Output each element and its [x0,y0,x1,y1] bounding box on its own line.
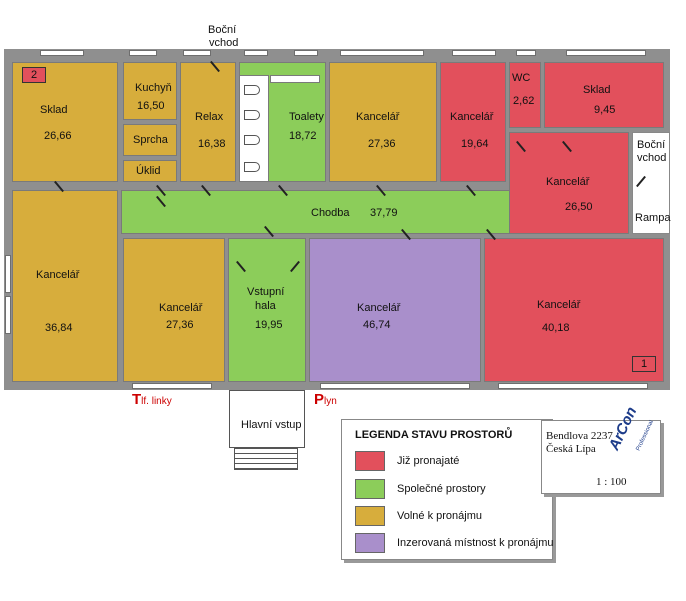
window [320,383,470,389]
window [132,383,212,389]
badge-1: 1 [632,356,656,372]
room-toalety-area: 18,72 [289,130,317,142]
entrance-steps [234,448,298,470]
room-sklad-right[interactable] [544,62,664,128]
legend-swatch-listed [355,533,385,553]
room-kuchyn[interactable] [123,62,177,120]
room-uklid-name: Úklid [136,165,161,177]
window [40,50,84,56]
window [516,50,536,56]
room-kancelar-right-mid-name: Kancelář [546,176,590,188]
room-kancelar-purple[interactable] [309,238,481,382]
room-relax-name: Relax [195,111,224,123]
room-kancelar-purple-name: Kancelář [357,302,401,314]
badge-2: 2 [22,67,46,83]
room-kancelar-purple-area: 46,74 [363,319,391,331]
legend-label-rented: Již pronajaté [397,455,460,467]
legend-swatch-common [355,479,385,499]
phone-lines-label: Tlf. linky [132,391,172,408]
legend-swatch-free [355,506,385,526]
room-wc[interactable] [509,62,541,128]
room-sklad-left-name: Sklad [40,104,68,116]
room-toalety-name: Toalety [289,111,324,123]
main-entrance[interactable] [229,390,305,448]
room-chodba-name: Chodba [311,207,350,219]
gas-rest: lyn [324,396,337,407]
ramp-label: Rampa [635,212,671,224]
title-block-address-line2: Česká Lípa [546,443,596,455]
window [498,383,648,389]
room-kancelar-top-mid[interactable] [329,62,437,182]
window [340,50,424,56]
room-vstupni-hala-line2: hala [255,300,276,312]
room-kancelar-top-red-area: 19,64 [461,138,489,150]
window [129,50,157,56]
room-kancelar-top-mid-name: Kancelář [356,111,400,123]
toilet-icon [244,110,260,120]
room-kancelar-bottom-left-area: 27,36 [166,319,194,331]
room-kuchyn-area: 16,50 [137,100,165,112]
toilet-icon [244,162,260,172]
gas-initial: P [314,391,325,408]
title-block-scale: 1 : 100 [596,476,627,488]
room-vstupni-hala-line1: Vstupní [247,286,285,298]
room-kancelar-top-red-name: Kancelář [450,111,494,123]
side-entrance-right-line2: vchod [637,152,667,164]
room-kancelar-left[interactable] [12,190,118,382]
room-kancelar-bottom-right-name: Kancelář [537,299,581,311]
room-chodba[interactable] [121,190,510,234]
room-vstupni-hala[interactable] [228,238,306,382]
window [244,50,268,56]
room-wc-name: WC [512,72,531,84]
room-sprcha-name: Sprcha [133,134,168,146]
room-sprcha[interactable] [123,124,177,156]
room-vstupni-hala-area: 19,95 [255,319,283,331]
legend-label-listed: Inzerovaná místnost k pronájmu [397,537,554,549]
title-block-address-line1: Bendlova 2237 [546,430,613,442]
room-relax-area: 16,38 [198,138,226,150]
side-entrance-top-line2: vchod [209,37,239,49]
room-kancelar-bottom-right-area: 40,18 [542,322,570,334]
room-chodba-area: 37,79 [370,207,398,219]
legend-label-common: Společné prostory [397,483,486,495]
toilet-icon [244,85,260,95]
toilet-icon [244,135,260,145]
room-sklad-right-name: Sklad [583,84,611,96]
room-kancelar-top-red[interactable] [440,62,506,182]
gas-label: Plyn [314,391,337,408]
room-kancelar-left-name: Kancelář [36,269,80,281]
room-kancelar-left-area: 36,84 [45,322,73,334]
window [183,50,211,56]
title-block [541,420,661,494]
legend-label-free: Volné k pronájmu [397,510,482,522]
side-entrance-top-line1: Boční [208,24,237,36]
room-kuchyn-name: Kuchyň [135,82,172,94]
room-sklad-left-area: 26,66 [44,130,72,142]
room-sklad-right-area: 9,45 [594,104,616,116]
room-relax[interactable] [180,62,236,182]
legend-title: LEGENDA STAVU PROSTORŮ [355,429,513,441]
window [5,255,11,293]
window [294,50,318,56]
toilet-lobby [270,75,320,83]
side-entrance-right-line1: Boční [637,139,666,151]
room-uklid[interactable] [123,160,177,182]
main-entrance-label: Hlavní vstup [241,419,302,431]
room-kancelar-right-mid-area: 26,50 [565,201,593,213]
window [5,296,11,334]
window [566,50,646,56]
room-kancelar-top-mid-area: 27,36 [368,138,396,150]
phone-lines-rest: lf. linky [141,396,172,407]
room-kancelar-bottom-left[interactable] [123,238,225,382]
room-kancelar-bottom-left-name: Kancelář [159,302,203,314]
window [452,50,496,56]
room-wc-area: 2,62 [513,95,535,107]
phone-lines-initial: T [132,391,142,408]
legend-swatch-rented [355,451,385,471]
